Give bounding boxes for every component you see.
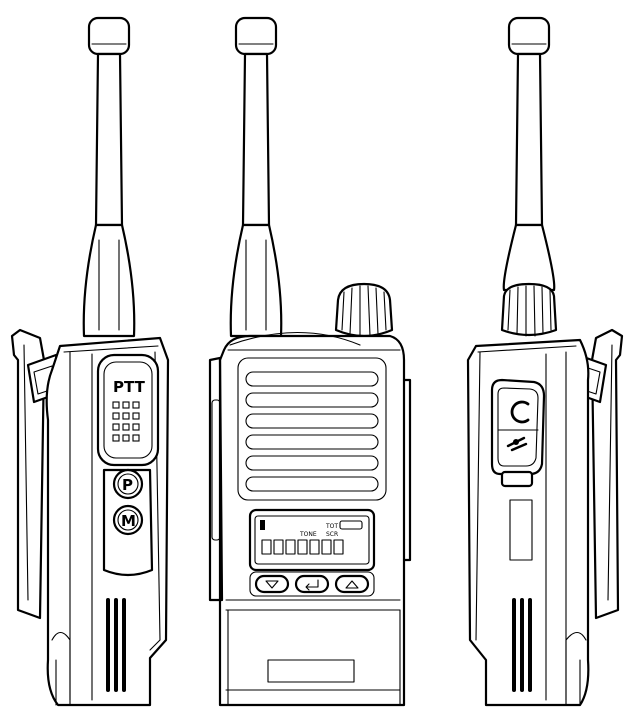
battery-icon xyxy=(340,521,362,529)
p-key-label: P xyxy=(122,476,133,494)
front-keypad xyxy=(250,572,374,596)
lcd-tone: TONE xyxy=(299,531,317,538)
front-view: TONE SCR TOT xyxy=(210,18,410,705)
down-button[interactable] xyxy=(256,576,288,592)
front-body xyxy=(210,333,410,706)
accessory-jack-cover[interactable] xyxy=(492,380,544,486)
signal-bars-icon xyxy=(260,520,265,530)
m-key-button[interactable]: M xyxy=(114,506,142,534)
enter-button[interactable] xyxy=(296,576,328,592)
ptt-label: PTT xyxy=(113,378,146,396)
lcd-tot: TOT xyxy=(325,523,338,530)
front-antenna xyxy=(231,18,282,336)
p-key-button[interactable]: P xyxy=(114,470,142,498)
ptt-button[interactable]: PTT xyxy=(98,355,158,465)
m-key-label: M xyxy=(121,512,136,530)
volume-knob[interactable] xyxy=(336,284,392,336)
right-antenna xyxy=(504,18,555,290)
left-antenna xyxy=(84,18,135,336)
lcd-scr: SCR xyxy=(326,531,338,538)
up-button[interactable] xyxy=(336,576,368,592)
right-volume-knob[interactable] xyxy=(502,284,556,336)
right-side-view xyxy=(468,18,622,705)
left-side-view: PTT P M xyxy=(12,18,168,705)
